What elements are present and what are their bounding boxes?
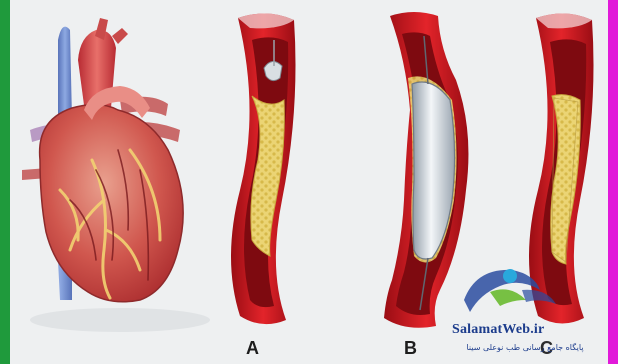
watermark-subtitle: پایگاه جامع رسانی طب نوعلی سینا [440,343,610,352]
artery-panel-b [384,12,468,328]
panel-label-b: B [404,338,417,359]
panel-label-a: A [246,338,259,359]
watermark-title: SalamatWeb.ir [452,322,544,338]
artery-panel-a [231,13,296,324]
artery-panel-c [529,13,594,323]
